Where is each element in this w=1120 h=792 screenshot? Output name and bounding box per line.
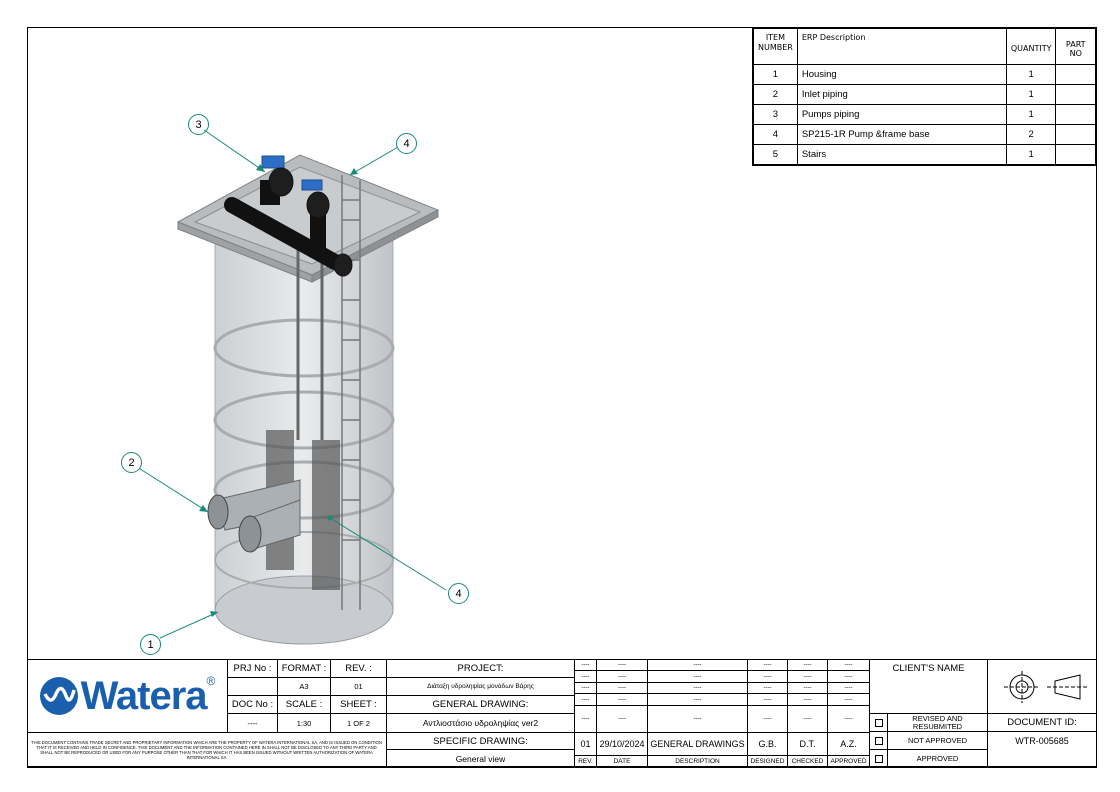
logo-icon (39, 677, 78, 715)
revision-cell: ---- (788, 694, 828, 706)
checkbox-revised[interactable] (874, 718, 883, 727)
disclaimer: THIS DOCUMENT CONTAINS TRADE SECRET AND … (27, 733, 387, 768)
inlet-piping (207, 479, 301, 553)
revision-cell: ---- (748, 660, 788, 671)
revision-cell: 01 (575, 733, 597, 756)
revision-cell: ---- (648, 660, 748, 671)
revision-cell: ---- (575, 660, 597, 671)
revision-header: DESIGNED (748, 756, 788, 768)
revision-header: DESCRIPTION (648, 756, 748, 768)
top-slab (176, 154, 440, 283)
housing (213, 229, 395, 645)
logo: Watera ® (27, 660, 228, 733)
checkbox-approved[interactable] (874, 754, 883, 763)
revision-cell: GENERAL DRAWINGS (648, 733, 748, 756)
revision-cell: ---- (828, 694, 870, 706)
balloon-4-top: 4 (396, 133, 417, 154)
revision-cell: ---- (748, 694, 788, 706)
revision-cell: ---- (648, 683, 748, 694)
revision-cell: ---- (597, 706, 648, 733)
revision-cell: ---- (828, 683, 870, 694)
revision-cell: ---- (828, 660, 870, 671)
revision-header: CHECKED (788, 756, 828, 768)
revision-cell: ---- (575, 683, 597, 694)
balloon-2: 2 (121, 452, 142, 473)
revision-cell: ---- (788, 660, 828, 671)
revision-cell: ---- (748, 706, 788, 733)
third-angle-projection-icon (1004, 670, 1088, 703)
balloon-4-bottom: 4 (448, 583, 469, 604)
revision-cell: G.B. (748, 733, 788, 756)
bom-header-part: PART NO (1055, 27, 1097, 65)
revision-cell: ---- (748, 671, 788, 683)
revision-cell: A.Z. (828, 733, 870, 756)
bom-header-qty: QUANTITY (1005, 27, 1057, 65)
projection-symbol (988, 660, 1097, 714)
revision-cell: ---- (828, 706, 870, 733)
checkbox-not-approved[interactable] (874, 736, 883, 745)
revision-cell: 29/10/2024 (597, 733, 648, 756)
drawing-frame (27, 27, 1097, 767)
bom-header-desc: ERP Description (796, 27, 1007, 65)
balloon-3: 3 (188, 114, 209, 135)
revision-cell: ---- (788, 671, 828, 683)
revision-cell: ---- (597, 660, 648, 671)
revision-cell: ---- (748, 683, 788, 694)
revision-cell: ---- (648, 706, 748, 733)
revision-cell: ---- (648, 671, 748, 683)
revision-cell: ---- (575, 694, 597, 706)
revision-cell: ---- (648, 694, 748, 706)
pumps-piping (224, 155, 353, 277)
revision-cell: ---- (575, 706, 597, 733)
revision-header: APPROVED (828, 756, 870, 768)
leader-lines (136, 129, 447, 639)
revision-cell: ---- (597, 694, 648, 706)
revision-cell: ---- (788, 706, 828, 733)
revision-cell: D.T. (788, 733, 828, 756)
revision-header: REV. (575, 756, 597, 768)
revision-header: DATE (597, 756, 648, 768)
revision-cell: ---- (597, 683, 648, 694)
revision-cell: ---- (828, 671, 870, 683)
revision-cell: ---- (575, 671, 597, 683)
revision-cell: ---- (597, 671, 648, 683)
balloon-1: 1 (140, 634, 161, 655)
revision-cell: ---- (788, 683, 828, 694)
title-block: Watera ® THIS DOCUMENT CONTAINS TRADE SE… (27, 659, 1097, 768)
